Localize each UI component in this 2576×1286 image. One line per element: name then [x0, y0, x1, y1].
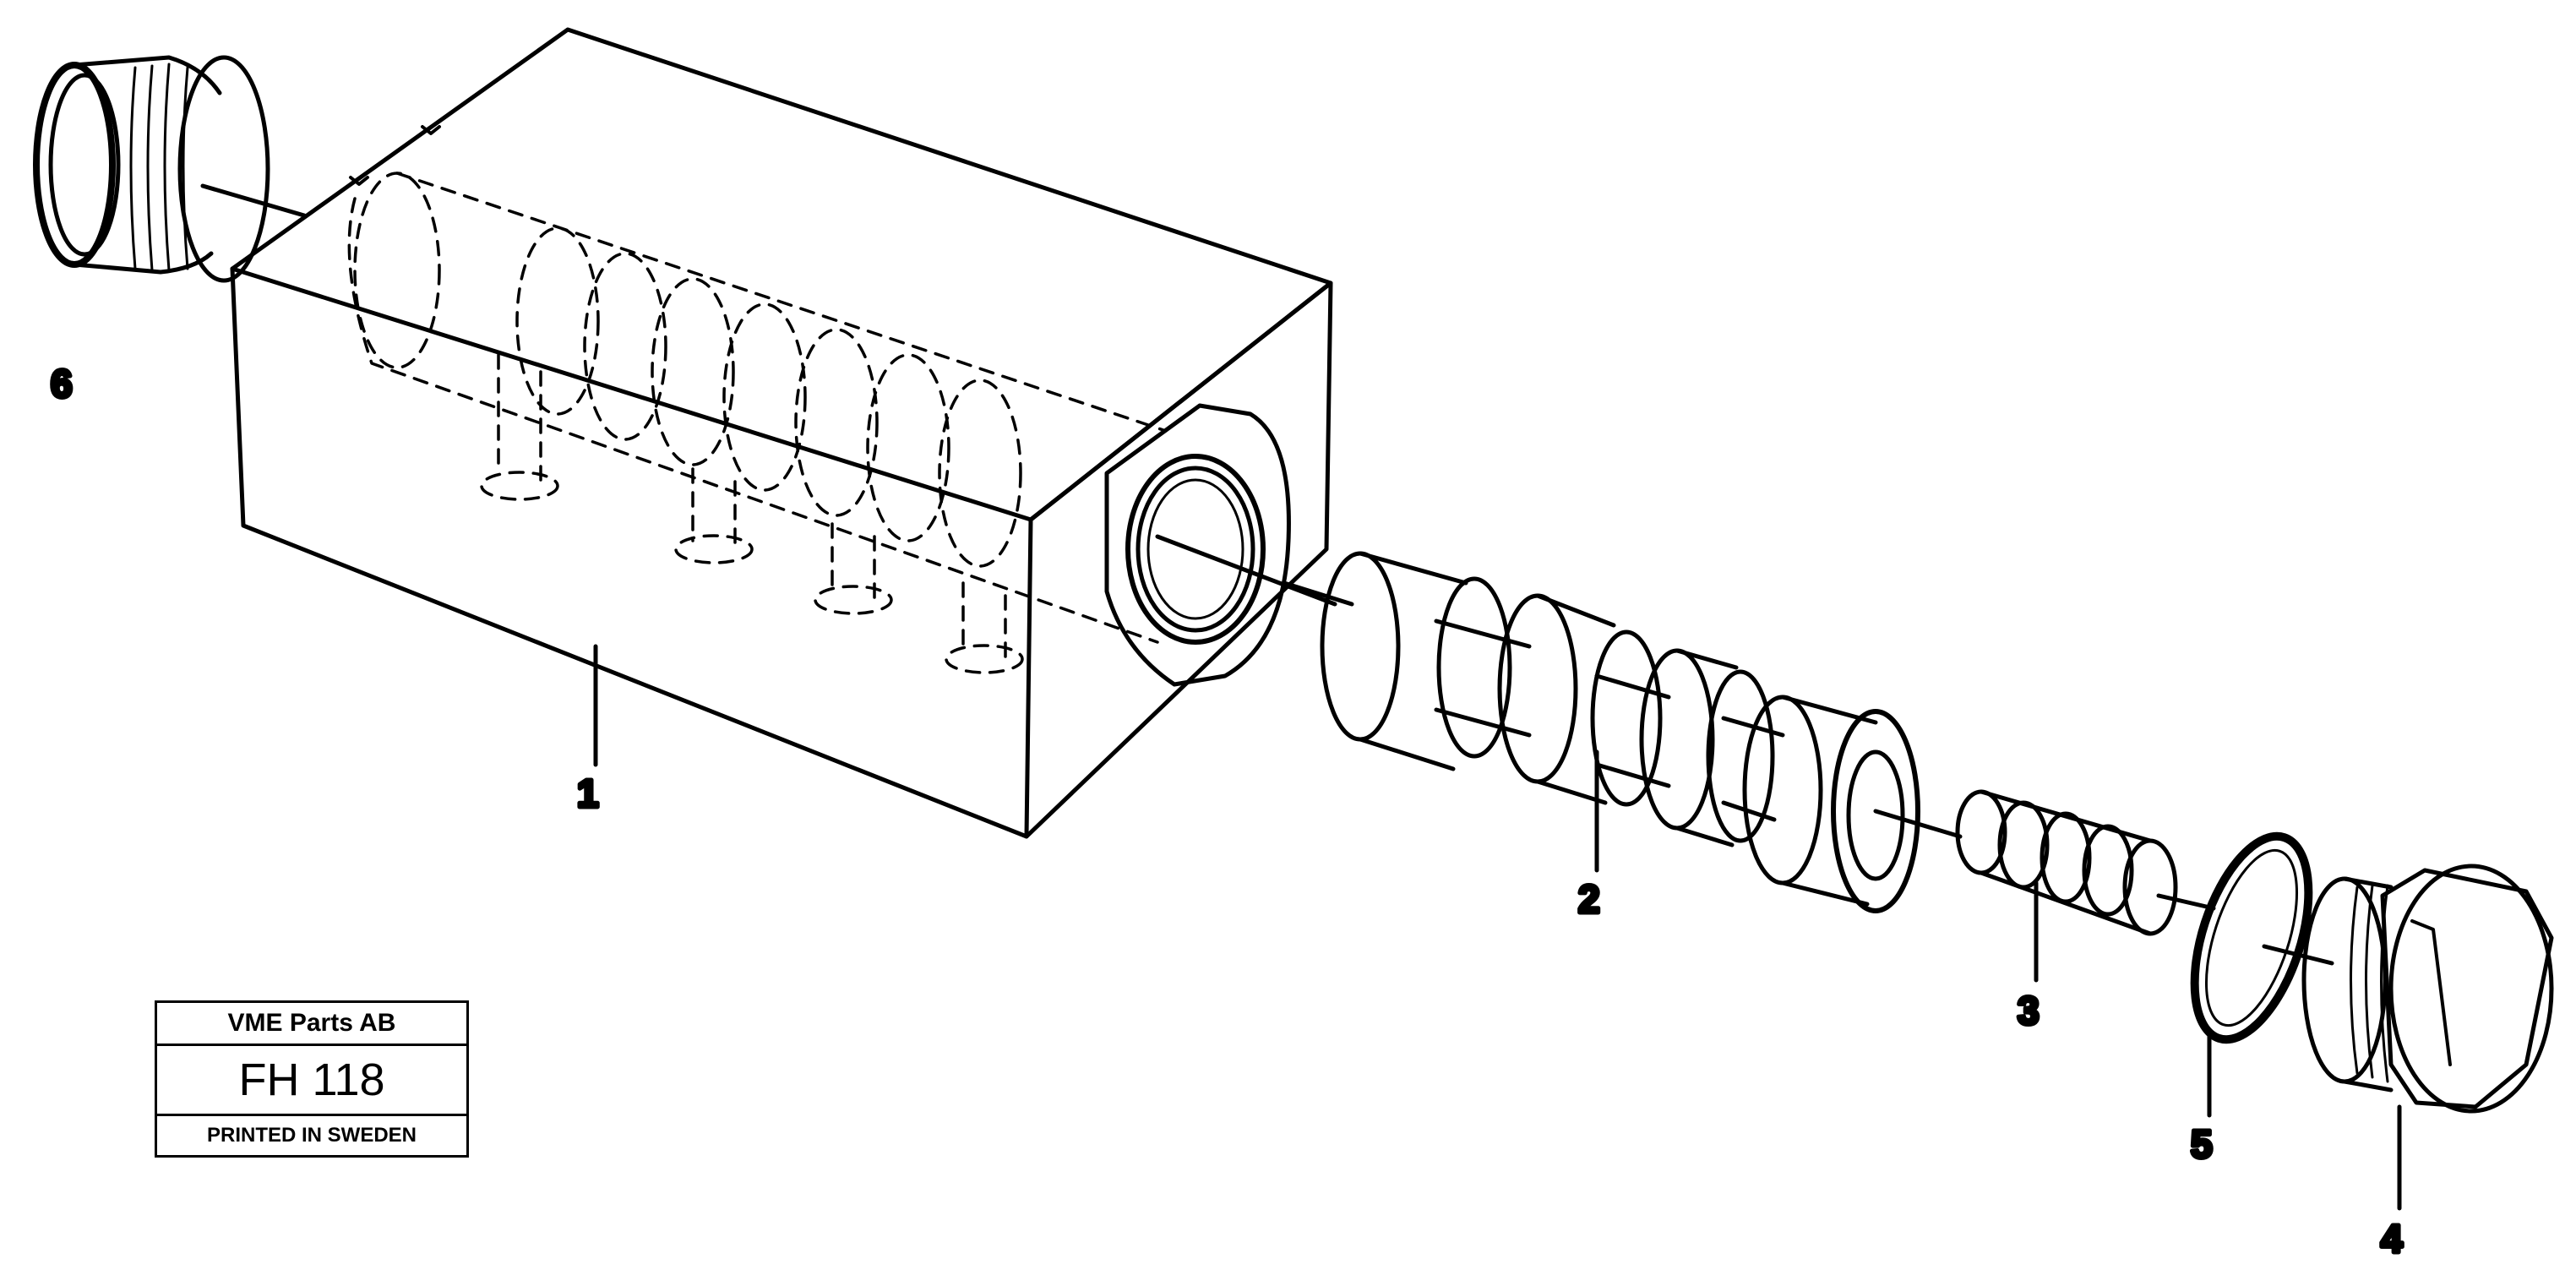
callout-6: 6 [51, 362, 73, 406]
part-6-plug [33, 55, 307, 283]
part-5-o-ring [2190, 831, 2334, 1118]
stamp-drawing-code: FH 118 [157, 1046, 466, 1116]
part-1-valve-housing [230, 27, 1337, 839]
part-3-spring [1955, 789, 2216, 983]
stamp-printed-note: PRINTED IN SWEDEN [206, 1124, 417, 1147]
callout-5: 5 [2191, 1122, 2213, 1166]
callout-3: 3 [2018, 989, 2040, 1033]
callout-4: 4 [2381, 1217, 2403, 1261]
part-4-hex-plug [2301, 864, 2554, 1211]
stamp-company: VME Parts AB [157, 1003, 466, 1046]
title-stamp: VME Parts AB FH 118 PRINTED IN SWEDEN [155, 1000, 469, 1158]
callout-2: 2 [1578, 877, 1600, 921]
callout-1: 1 [577, 771, 599, 815]
part-2-spool [1282, 551, 1963, 913]
